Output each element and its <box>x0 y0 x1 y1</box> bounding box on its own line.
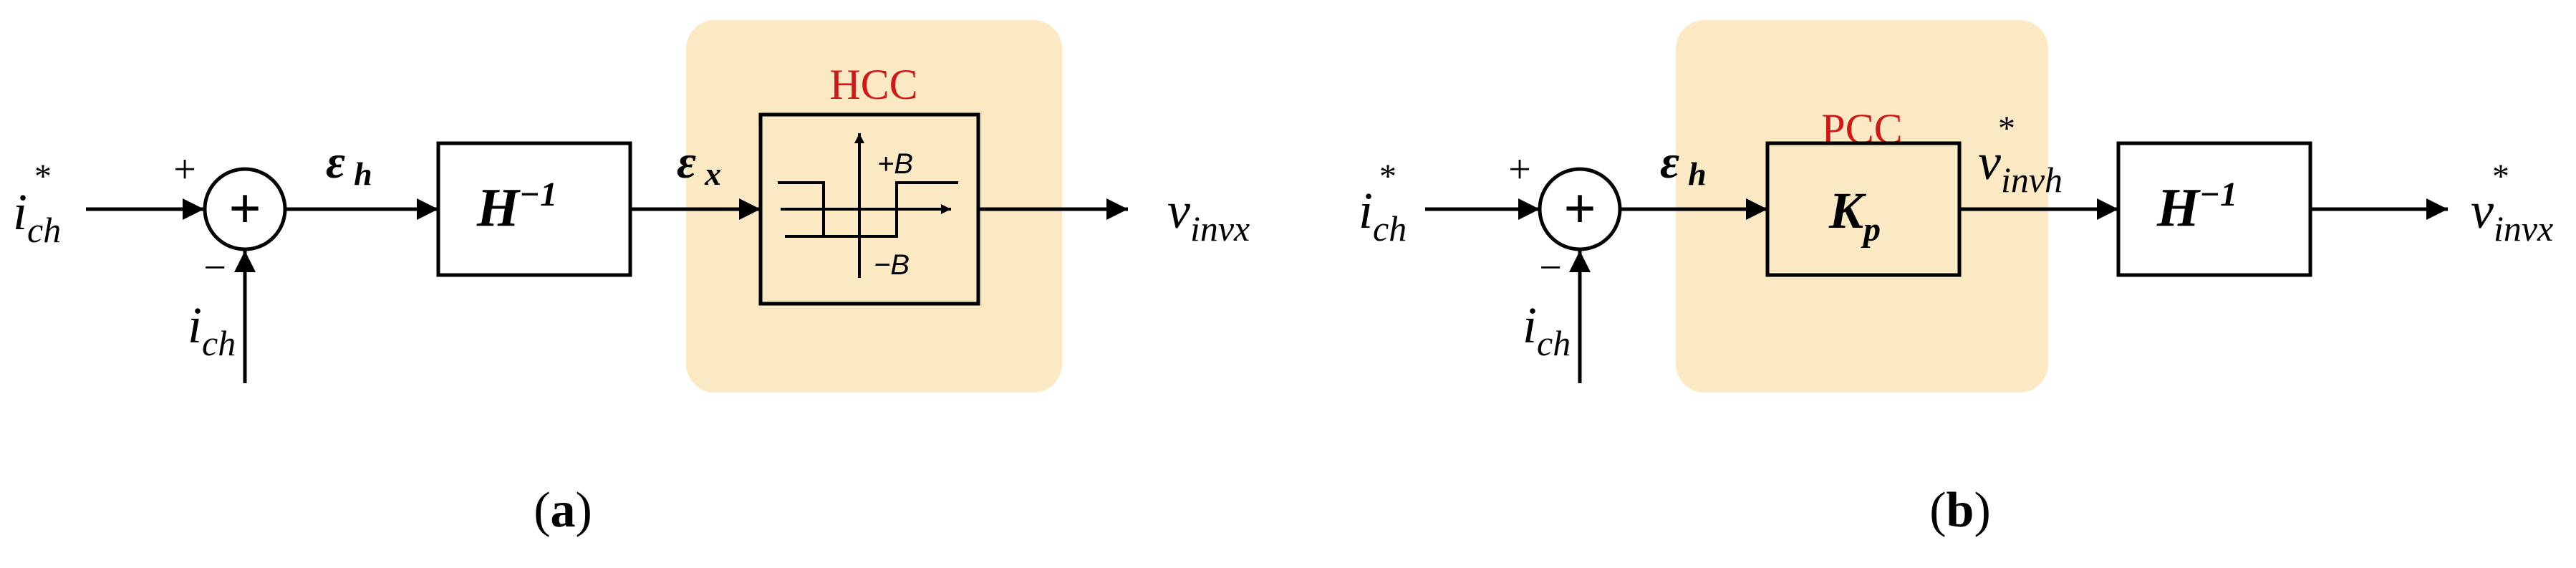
output-voltage-label-b: vinvx <box>2471 182 2553 249</box>
input-star-superscript-b: * <box>1379 158 1396 196</box>
plus-sign-b: + <box>1508 148 1531 192</box>
plus-sign: + <box>173 148 196 192</box>
hcc-label: HCC <box>829 61 917 108</box>
minus-sign-b: − <box>1539 246 1562 290</box>
mid-signal-star: * <box>1998 110 2015 148</box>
sum-plus-symbol: + <box>228 178 261 241</box>
mid-signal-label: vinvh <box>1978 133 2063 200</box>
caption-a: (a) <box>534 483 592 538</box>
output-voltage-label: vinvx <box>1167 182 1250 249</box>
feedback-current-label: ich <box>188 297 236 363</box>
inverse-h-block <box>436 141 632 277</box>
kp-label: Kp <box>1828 182 1881 249</box>
sum-plus-symbol-b: + <box>1563 178 1596 241</box>
caption-b: (b) <box>1929 483 1991 538</box>
inverse-h-label-b: H−1 <box>2156 175 2237 238</box>
hysteresis-icon <box>778 133 958 278</box>
pcc-label: PCC <box>1821 105 1902 153</box>
inverse-h-block-b <box>2116 141 2312 277</box>
feedback-current-label-b: ich <box>1523 297 1571 363</box>
minus-sign: − <box>203 246 226 290</box>
input-current-label: ich <box>13 183 61 250</box>
pcc-highlight-region <box>1676 20 2048 393</box>
input-current-label-b: ich <box>1359 182 1407 249</box>
inverse-h-label: H−1 <box>476 175 557 238</box>
input-star-superscript: * <box>34 158 52 196</box>
hyst-plus-b-label: +B <box>877 148 913 180</box>
output-star-superscript-b: * <box>2492 158 2509 196</box>
hyst-minus-b-label: −B <box>874 249 910 281</box>
